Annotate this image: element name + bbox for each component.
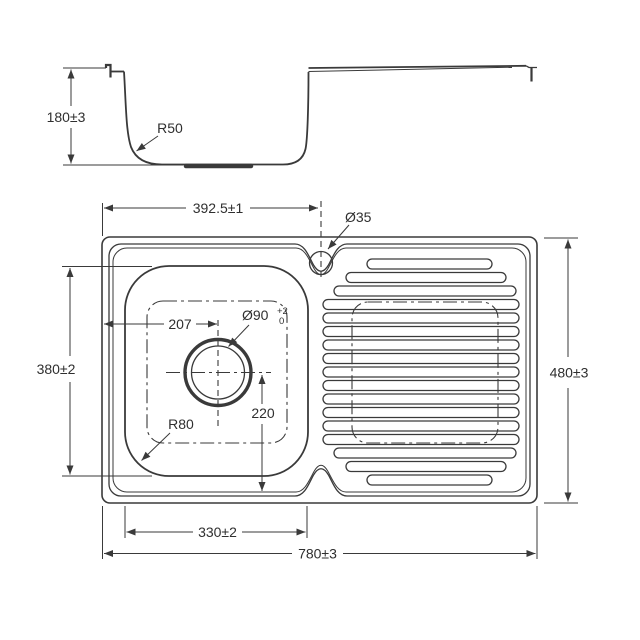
- dim-bowl-front-to-back: 380±2: [37, 266, 152, 477]
- rim-line-outer: [108, 243, 531, 497]
- drainer-hidden-line: [351, 301, 499, 444]
- sink-outer-edge: [101, 236, 538, 504]
- drainer-rib: [322, 312, 520, 324]
- dim-taphole-diameter-label: Ø35: [345, 209, 372, 225]
- rim-line-inner: [112, 247, 527, 493]
- drainer-rib: [333, 447, 517, 459]
- dim-overall-front-to-back: 480±3: [544, 237, 589, 504]
- drainer-rib: [366, 474, 493, 486]
- bowl-base-hidden-line: [146, 300, 288, 444]
- side-right-rim-edge: [525, 65, 537, 69]
- drainer-rib: [322, 352, 520, 365]
- side-view: 180±3 R50: [47, 63, 537, 169]
- dim-side-bowl-radius: R50: [136, 120, 183, 152]
- dim-bowl-front-to-back-label: 380±2: [37, 361, 76, 377]
- dim-taphole-diameter: Ø35: [327, 209, 372, 250]
- dim-drain-diameter-label: Ø90: [242, 307, 269, 323]
- side-bowl-profile: [123, 71, 310, 166]
- dim-drain-to-bowl-edge: 220: [251, 375, 275, 491]
- dim-overall-width-label: 780±3: [298, 546, 337, 562]
- plan-view: 392.5±1 Ø35 207 Ø90 +2 0 220: [37, 200, 589, 562]
- dim-edge-to-taphole: 392.5±1: [102, 200, 318, 236]
- drainer-rib: [322, 406, 520, 419]
- drainer-rib: [322, 379, 520, 392]
- dim-drain-to-bowl-edge-label: 220: [251, 405, 275, 421]
- dim-side-bowl-radius-label: R50: [157, 120, 183, 136]
- drainer-rib: [322, 298, 520, 311]
- drainer-rib: [322, 393, 520, 405]
- dim-bowl-width-label: 330±2: [198, 524, 237, 540]
- dim-edge-to-drain-label: 207: [168, 316, 192, 332]
- drainer-rib: [322, 339, 520, 351]
- dim-drain-tol-lower: 0: [279, 316, 284, 327]
- dim-side-depth: 180±3: [47, 67, 183, 166]
- drainer-rib: [322, 420, 520, 432]
- dim-drain-tol-upper: +2: [277, 306, 288, 317]
- bowl-outline: [124, 265, 309, 477]
- dim-overall-front-to-back-label: 480±3: [550, 365, 589, 381]
- drainer-rib: [345, 271, 507, 284]
- drainer-rib: [366, 258, 493, 270]
- dim-edge-to-drain: 207: [104, 316, 217, 332]
- dim-bowl-corner-radius-label: R80: [168, 416, 194, 432]
- dim-bowl-width: 330±2: [124, 506, 308, 540]
- drainer-rib: [333, 285, 517, 297]
- dim-drain-diameter: Ø90 +2 0: [228, 306, 288, 347]
- drainer-ribs: [322, 258, 520, 486]
- drainer-rib: [322, 325, 520, 338]
- side-deck-top-edge: [308, 64, 527, 69]
- drainer-rib: [322, 366, 520, 378]
- drainer-rib: [345, 460, 507, 473]
- dim-overall-width: 780±3: [102, 506, 538, 562]
- side-left-rim-lip: [104, 63, 112, 78]
- dim-edge-to-taphole-label: 392.5±1: [193, 200, 244, 216]
- dim-side-depth-label: 180±3: [47, 109, 86, 125]
- dim-bowl-corner-radius: R80: [141, 416, 194, 461]
- drainer-rib: [322, 433, 520, 446]
- side-deck-surface: [308, 66, 513, 72]
